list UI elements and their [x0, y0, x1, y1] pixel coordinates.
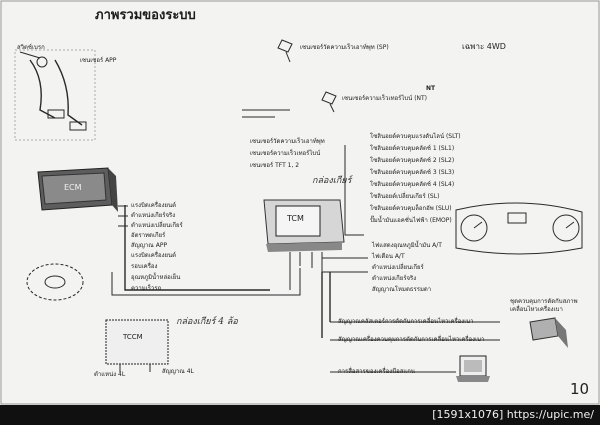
nt-sensor-drawing: [321, 91, 337, 113]
footer-text: [1591x1076] https://upic.me/: [432, 408, 594, 421]
tccm-block: [105, 319, 169, 365]
nt-mark: NT: [426, 85, 436, 92]
ecm-signal-8: อุณหภูมิน้ำหล่อเย็น: [131, 274, 181, 281]
ecm-signal-6: แรงบิดเครื่องยนต์: [131, 252, 177, 259]
ecm-signal-5: สัญญาณ APP: [131, 242, 168, 249]
solenoid-1: โซลินอยด์ควบคุมแรงดันไลน์ (SLT): [370, 133, 461, 140]
ecm-signal-7: รอบเครื่อง: [131, 263, 158, 270]
scanner-drawing: [456, 355, 490, 382]
tcm-input-2: เซนเซอร์ความเร็วเทอร์ไบน์: [250, 150, 321, 157]
meter-signal-1: ไฟแสดงอุณหภูมิน้ำมัน A/T: [372, 242, 442, 249]
wiring-lines: [0, 0, 600, 405]
solenoid-8: ปั๊มน้ำมันแอคชั่นไฟฟ้า (EMOP): [370, 217, 452, 224]
pedal-drawing: [14, 49, 96, 141]
bottom-signal-3: การสื่อสารของเครื่องมือสแกน: [338, 368, 416, 375]
meter-cluster-drawing: [455, 202, 583, 255]
tccm-left-signal: ตำแหน่ง 4L: [94, 371, 126, 378]
solenoid-4: โซลินอยด์ควบคุมคลัตช์ 3 (SL3): [370, 169, 455, 176]
steering-wheel-drawing: [26, 263, 84, 301]
page-title: ภาพรวมของระบบ: [95, 8, 196, 23]
climate-module-drawing: [529, 317, 568, 348]
climate-module-label: ชุดควบคุมการตัดกับสภาพเคลื่อนไหวเครื่องเ…: [510, 298, 578, 313]
nt-sensor-label: เซนเซอร์ความเร็วเทอร์ไบน์ (NT): [342, 95, 428, 102]
meter-signal-2: ไฟเตือน A/T: [372, 253, 405, 260]
ecm-signal-4: อัตราทดเกียร์: [131, 232, 166, 239]
meter-signal-5: สัญญาณโหมดธรรมดา: [372, 286, 432, 293]
solenoid-7: โซลินอยด์ควบคุมล็อกอัพ (SLU): [370, 205, 452, 212]
brake-switch-label: สวิตช์เบรก: [17, 44, 45, 51]
ecm-signal-2: ตำแหน่งเกียร์จริง: [131, 212, 176, 219]
sp-sensor-label: เซนเซอร์วัดความเร็วเอาท์พุท (SP): [300, 44, 389, 51]
solenoid-6: โซลินอยด์เปลี่ยนเกียร์ (SL): [370, 193, 440, 200]
tcm-input-3: เซนเซอร์ TFT 1, 2: [250, 162, 300, 169]
tccm-right-signal: สัญญาณ 4L: [162, 368, 194, 375]
model-label: เฉพาะ 4WD: [462, 42, 506, 51]
diagram-sheet: ภาพรวมของระบบ เฉพาะ 4WD: [0, 0, 600, 405]
tccm-label: TCCM: [123, 333, 143, 341]
sp-sensor-drawing: [277, 39, 293, 63]
meter-signal-4: ตำแหน่งเกียร์จริง: [372, 275, 417, 282]
tcm-input-1: เซนเซอร์วัดความเร็วเอาท์พุท: [250, 138, 325, 145]
tcm-label: TCM: [287, 214, 304, 223]
ecm-signal-3: ตำแหน่งเปลี่ยนเกียร์: [131, 222, 183, 229]
page-number: 10: [570, 380, 590, 398]
ecm-signal-1: แรงบิดเครื่องยนต์: [131, 202, 177, 209]
solenoid-2: โซลินอยด์ควบคุมคลัตช์ 1 (SL1): [370, 145, 455, 152]
bottom-signal-1: สัญญาณคลัสเตอร์การตัดกับการเคลื่อนไหวเคร…: [338, 318, 474, 325]
tcm-handwritten-note: กล่องเกียร์: [312, 176, 352, 186]
ecm-signal-9: ความเร็วรถ: [131, 285, 162, 292]
ecm-block: [37, 167, 118, 212]
solenoid-5: โซลินอยด์ควบคุมคลัตช์ 4 (SL4): [370, 181, 455, 188]
bottom-signal-2: สัญญาณเครื่องควบคุมการตัดกับการเคลื่อนไห…: [338, 336, 485, 343]
tccm-handwritten-note: กล่องเกียร์ 4 ล้อ: [176, 317, 238, 327]
image-footer: [1591x1076] https://upic.me/: [0, 405, 600, 425]
solenoid-3: โซลินอยด์ควบคุมคลัตช์ 2 (SL2): [370, 157, 455, 164]
tcm-block: [263, 199, 345, 252]
ecm-label: ECM: [64, 183, 82, 192]
meter-signal-3: ตำแหน่งเปลี่ยนเกียร์: [372, 264, 424, 271]
app-sensor-label: เซนเซอร์ APP: [80, 57, 117, 64]
